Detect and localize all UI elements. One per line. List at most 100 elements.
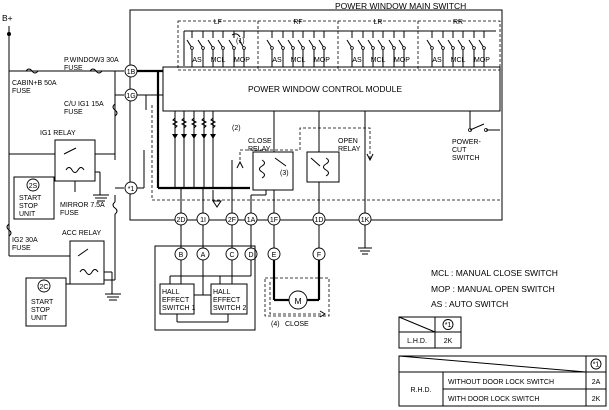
connector-1a: 1A — [247, 217, 256, 224]
switch-contact-point — [291, 46, 295, 50]
hall-switch-2-box — [210, 283, 248, 315]
power-cut-label-3: SWITCH — [452, 155, 480, 162]
switch-contact-point — [392, 46, 396, 50]
switch-contact-point — [190, 46, 194, 50]
fuse-pwindow-symbol — [89, 68, 103, 74]
ground-1k-icon — [358, 247, 372, 255]
switch-contact-point — [312, 46, 316, 50]
fuse-cu-ig1-word: FUSE — [64, 109, 83, 116]
fuse-cu-ig1-label: C/U IG1 15A — [64, 101, 104, 108]
rhd-condition-2: WITH DOOR LOCK SWITCH — [448, 396, 539, 403]
ground-triangle-icon — [212, 200, 222, 208]
connector-b: B — [179, 252, 184, 259]
window-switch-groups: LF RF LR RR AS MCL MOP AS MCL MOP AS MCL… — [177, 19, 501, 71]
group-label-lf: LF — [214, 19, 222, 26]
switch-contact-point — [221, 46, 225, 50]
ssu-2s-l1: START — [19, 195, 42, 202]
fuse-mirror-label: MIRROR 7.5A — [60, 202, 105, 209]
rhd-header: *1 — [593, 362, 600, 369]
acc-ground-icon — [105, 293, 121, 301]
ig1-relay-box — [54, 139, 96, 182]
resistor-icon — [200, 117, 208, 129]
switch-label-rr-as: AS — [432, 57, 442, 64]
switch-label-lr-mop: MOP — [394, 57, 410, 64]
switch-groups-frame — [177, 20, 501, 71]
switch-label-rf-mop: MOP — [314, 57, 330, 64]
fuse-ig2-symbol — [6, 223, 12, 237]
resistor-icon — [180, 117, 188, 129]
diode-icon — [201, 134, 207, 139]
switch-contact-point — [281, 46, 285, 50]
legend-mop: MOP : MANUAL OPEN SWITCH — [431, 284, 555, 294]
acc-relay-box — [69, 240, 105, 285]
hall-sensor-frame — [154, 245, 256, 331]
ssu-2s-l2: STOP — [19, 203, 38, 210]
power-cut-label-1: POWER- — [452, 139, 481, 146]
ssu-2c-l3: UNIT — [31, 315, 48, 322]
b-plus-label: B+ — [2, 13, 13, 23]
switch-contacts — [186, 31, 486, 67]
power-cut-label-2: CUT — [452, 147, 467, 154]
acc-relay-label: ACC RELAY — [62, 230, 101, 237]
close-arrow-label: CLOSE — [285, 321, 309, 328]
connector-2d: 2D — [177, 217, 186, 224]
hall-1-line2: EFFECT — [162, 297, 190, 304]
ssu-2s-l3: UNIT — [19, 211, 36, 218]
ig1-ground-icon — [93, 194, 109, 202]
connector-f: F — [317, 252, 321, 259]
switch-contact-point — [371, 46, 375, 50]
hall-1-line1: HALL — [162, 289, 180, 296]
diode-icon — [172, 134, 178, 139]
switch-contact-point — [350, 46, 354, 50]
legend: MCL : MANUAL CLOSE SWITCH MOP : MANUAL O… — [431, 268, 558, 309]
connector-1k: 1K — [361, 217, 370, 224]
motor-label: M — [294, 296, 301, 306]
main-switch-title: POWER WINDOW MAIN SWITCH — [335, 1, 466, 11]
fuse-mirror-symbol — [112, 201, 118, 215]
hall-2-line1: HALL — [213, 289, 231, 296]
fuse-cabin-word: FUSE — [12, 88, 31, 95]
main-connectors: 1B 1G *1 2D 1I 2F 1A 1F 1D 1K — [124, 64, 500, 255]
rhd-row-label: R.H.D. — [411, 387, 432, 394]
switch-contact-point — [322, 46, 326, 50]
motor-frame — [264, 277, 330, 317]
switch-label-rf-as: AS — [272, 57, 282, 64]
close-relay-label-1: CLOSE — [248, 138, 272, 145]
group-label-rr: RR — [453, 19, 463, 26]
switch-contact-point — [381, 46, 385, 50]
switch-contact-point — [242, 46, 246, 50]
switch-contact-point — [402, 46, 406, 50]
connector-1i: 1I — [200, 217, 206, 224]
resistor-icon — [209, 117, 217, 129]
hall-1-line3: SWITCH 1 — [162, 305, 196, 312]
ssu-2c-l1: START — [31, 299, 54, 306]
fuse-pwindow-word: FUSE — [64, 65, 83, 72]
switch-contact-point — [211, 46, 215, 50]
lhd-row-label: L.H.D. — [407, 338, 427, 345]
ssu-2s-id: 2S — [29, 183, 38, 190]
switch-label-rf-mcl: MCL — [291, 57, 306, 64]
switch-label-lf-mcl: MCL — [211, 57, 226, 64]
switch-label-lr-mcl: MCL — [371, 57, 386, 64]
close-relay-box — [252, 151, 294, 191]
ssu-2c-l2: STOP — [31, 307, 50, 314]
switch-contact-point — [482, 46, 486, 50]
diode-icon — [181, 134, 187, 139]
lhd-header: *1 — [445, 322, 452, 329]
diode-icon — [191, 134, 197, 139]
connector-c: C — [229, 252, 234, 259]
hall-2-line2: EFFECT — [213, 297, 241, 304]
rhd-value-1: 2A — [592, 379, 601, 386]
switch-contact-point — [430, 46, 434, 50]
connector-e: E — [272, 252, 277, 259]
switch-contact-point — [201, 46, 205, 50]
connector-1g: 1G — [126, 93, 135, 100]
open-relay-label-2: RELAY — [338, 146, 361, 153]
ig1-relay-label: IG1 RELAY — [40, 130, 76, 137]
switch-contact-point — [270, 46, 274, 50]
fuse-cu-ig1-symbol — [112, 103, 118, 117]
close-relay-label-2: RELAY — [248, 146, 271, 153]
fuse-pwindow-label: P.WINDOW3 30A — [64, 57, 119, 64]
lhd-value: 2K — [444, 338, 453, 345]
connector-1d: 1D — [315, 217, 324, 224]
